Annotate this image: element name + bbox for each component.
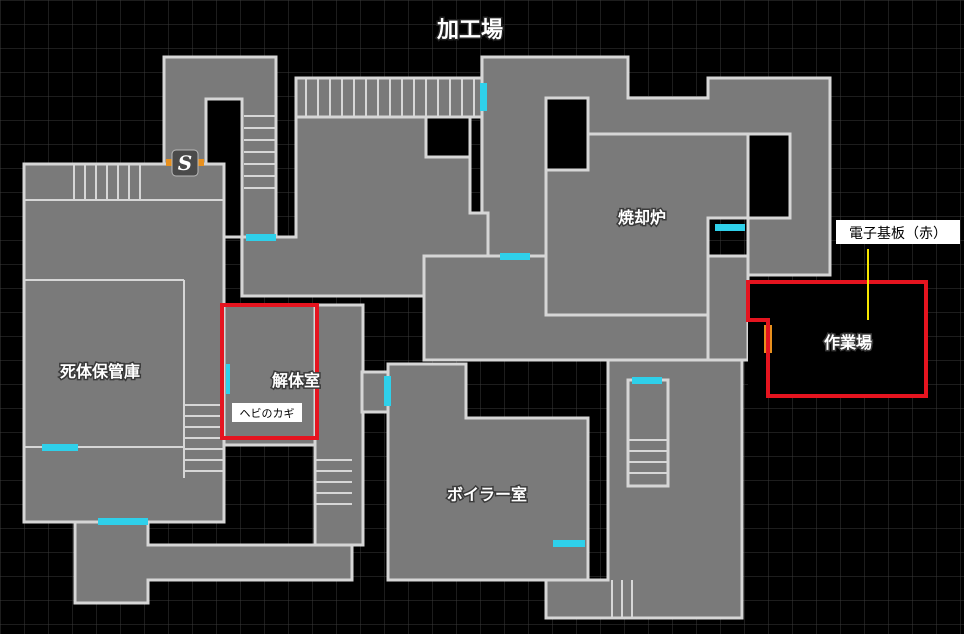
door-morgue-bottom[interactable]: [98, 518, 148, 525]
void-north-2: [544, 96, 590, 172]
door-boiler-south[interactable]: [553, 540, 585, 547]
stairs-bottom-east: [611, 580, 633, 618]
room-label-workshop: 作業場: [824, 333, 872, 352]
corridor-east: [706, 254, 750, 362]
highlight-workshop: [746, 280, 928, 398]
area-dissection-annex: [313, 303, 365, 547]
door-top-left-corridor[interactable]: [246, 234, 276, 241]
door-incinerator[interactable]: [715, 224, 745, 231]
room-label-incinerator: 焼却炉: [618, 208, 666, 227]
stairs-dissection-south: [315, 459, 352, 505]
area-boiler: [386, 362, 590, 582]
void-north-3: [746, 132, 792, 220]
floor-plan: [22, 55, 926, 620]
stairs-east-south: [628, 439, 668, 474]
save-point[interactable]: S: [171, 149, 199, 177]
save-marker-icon: S: [178, 151, 192, 175]
room-label-boiler: ボイラー室: [447, 485, 527, 504]
door-boiler-west[interactable]: [384, 376, 391, 406]
item-snake-key[interactable]: ヘビのカギ: [232, 403, 302, 422]
door-north-stairs[interactable]: [480, 83, 487, 111]
corridor-stairs-south: [626, 378, 670, 488]
stairs-morgue-top: [24, 164, 224, 201]
room-label-morgue: 死体保管庫: [60, 362, 140, 381]
item-circuit-board[interactable]: 電子基板（赤）: [836, 220, 960, 244]
item-label-circuit-board: 電子基板（赤）: [849, 225, 947, 242]
void-north-1: [424, 115, 472, 159]
stairs-top-left-corridor: [244, 115, 276, 189]
door-central-north[interactable]: [500, 253, 530, 260]
highlight-dissection-room: [220, 303, 319, 440]
door-east-stairs[interactable]: [632, 377, 662, 384]
room-label-dissection: 解体室: [272, 371, 320, 390]
corridor-dissection-boiler: [360, 370, 390, 414]
area-morgue: [22, 162, 226, 524]
map-title: 加工場: [436, 18, 503, 43]
item-label-snake-key: ヘビのカギ: [240, 407, 295, 420]
door-morgue-south[interactable]: [42, 444, 78, 451]
stairs-top: [305, 78, 475, 117]
door-dissection-west[interactable]: [226, 364, 230, 394]
area-workshop: [748, 282, 926, 396]
